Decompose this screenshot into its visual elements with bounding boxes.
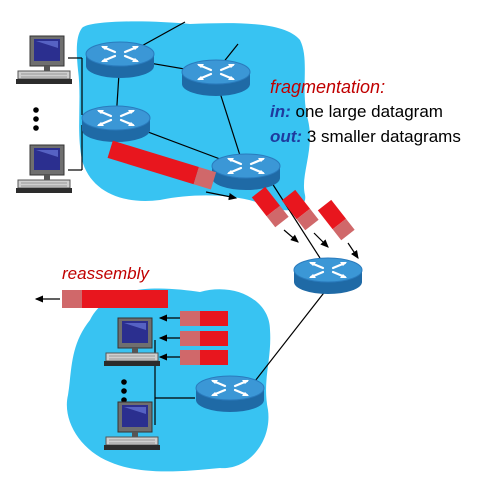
- vertical-ellipsis-icon: [121, 379, 127, 403]
- router-icon: [210, 152, 282, 192]
- in-keyword: in:: [270, 102, 291, 121]
- router-icon: [84, 40, 156, 80]
- fragmentation-in-line: in: one large datagram: [270, 102, 443, 122]
- out-keyword: out:: [270, 127, 303, 146]
- reassembly-label: reassembly: [62, 264, 149, 283]
- router-icon: [292, 256, 364, 296]
- router-icon: [194, 374, 266, 414]
- fragmentation-title: fragmentation:: [270, 77, 386, 97]
- router-icon: [80, 104, 152, 144]
- out-description: 3 smaller datagrams: [302, 127, 461, 146]
- datagram-fragment: [317, 199, 355, 241]
- datagram-fragment: [251, 186, 289, 228]
- datagram-fragment: [281, 189, 319, 231]
- datagram-fragment: [180, 331, 228, 346]
- fragmentation-out-line: out: 3 smaller datagrams: [270, 127, 461, 147]
- datagram-fragment: [180, 350, 228, 365]
- large-datagram: [107, 140, 217, 190]
- host-computer: [15, 35, 73, 85]
- datagram-fragment: [180, 311, 228, 326]
- router-icon: [180, 58, 252, 98]
- reassembled-datagram: [62, 290, 168, 308]
- vertical-ellipsis-icon: [33, 107, 39, 131]
- in-description: one large datagram: [290, 102, 443, 121]
- host-computer: [15, 144, 73, 194]
